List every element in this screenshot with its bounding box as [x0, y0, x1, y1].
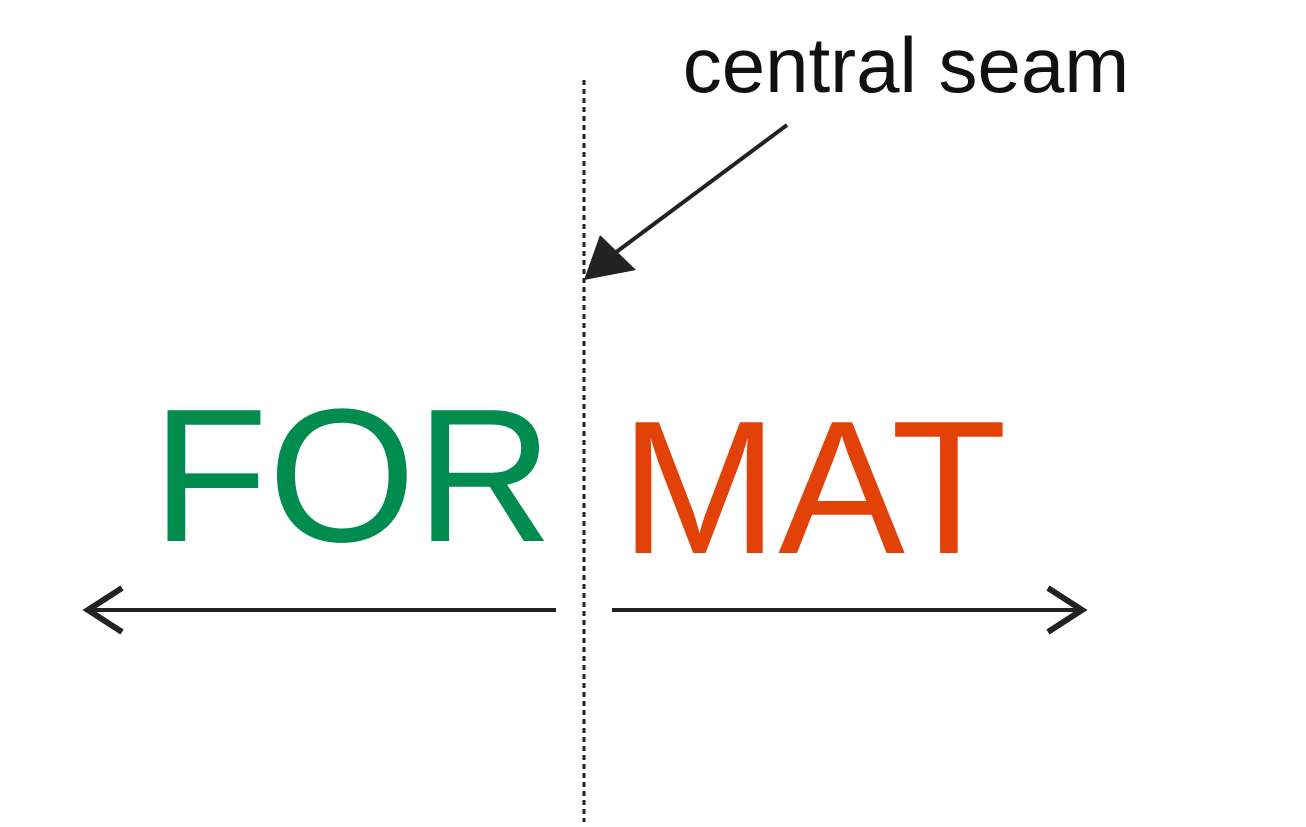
pointer-arrow-shaft	[613, 123, 789, 255]
pointer-arrow-head	[584, 235, 636, 280]
word-left-for: FOR	[152, 370, 553, 582]
right-arrow-head	[1046, 585, 1088, 635]
central-seam-label: central seam	[683, 21, 1130, 109]
word-right-mat: MAT	[620, 382, 1007, 594]
left-arrow-head	[82, 585, 124, 635]
